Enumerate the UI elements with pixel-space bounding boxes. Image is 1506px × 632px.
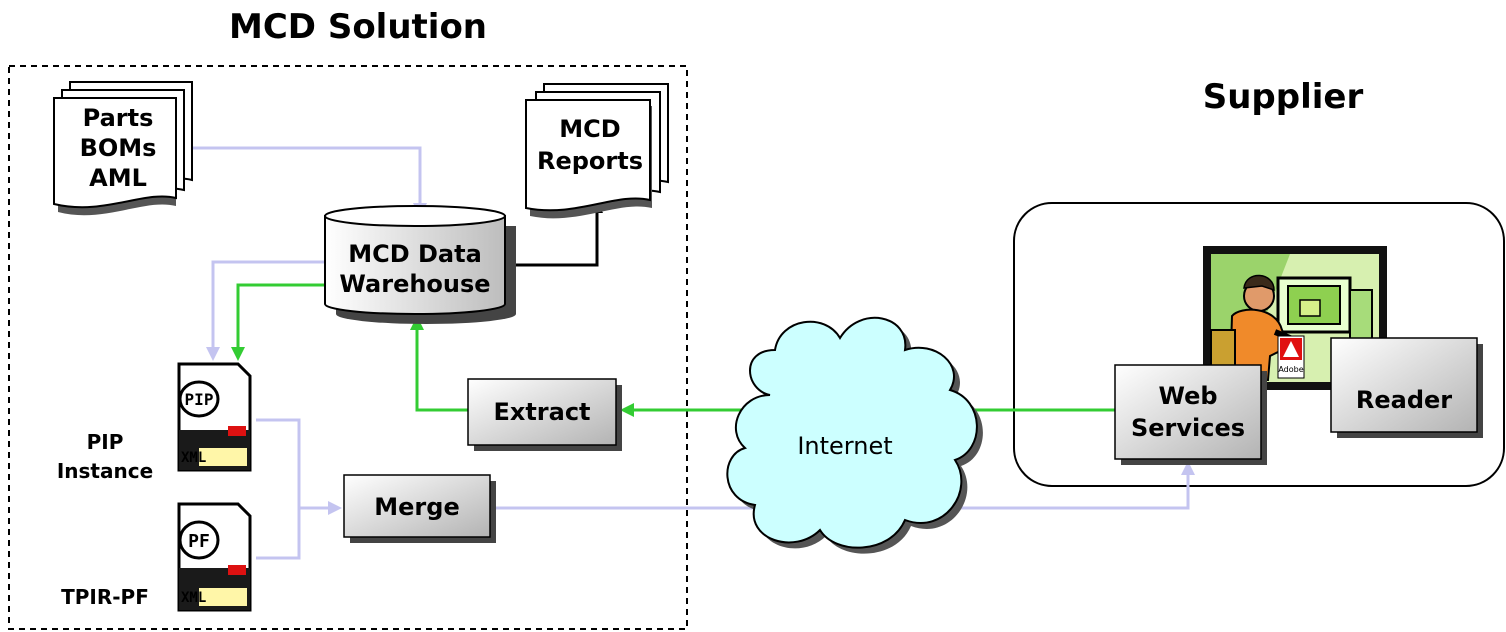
internet-label: Internet — [797, 432, 892, 460]
aml-label: AML — [89, 164, 147, 192]
extract-box[interactable]: Extract — [467, 378, 622, 451]
extract-to-warehouse-connector — [410, 316, 468, 412]
warehouse-to-reports-connector — [515, 201, 603, 267]
pip-label-line2: Instance — [57, 459, 153, 483]
pf-xml-text: XML — [181, 590, 206, 606]
mcd-solution-title: MCD Solution — [229, 7, 487, 47]
reader-label: Reader — [1356, 386, 1452, 414]
boms-label: BOMs — [80, 134, 157, 162]
adobe-logo-icon: Adobe — [1277, 335, 1305, 379]
adobe-badge-text: Adobe — [1278, 365, 1303, 374]
web-services-line2: Services — [1131, 414, 1245, 442]
pip-pf-bracket-connector — [256, 418, 301, 560]
web-services-box[interactable]: Web Services — [1114, 364, 1267, 465]
extract-label: Extract — [493, 398, 590, 426]
mcd-data-warehouse-cylinder: MCD Data Warehouse — [324, 205, 516, 324]
internet-to-webservices-connector — [960, 461, 1195, 510]
parts-label: Parts — [83, 104, 154, 132]
parts-boms-aml-document-stack: Parts BOMs AML — [53, 81, 193, 216]
pip-file-icon: PIP XML — [177, 362, 252, 472]
warehouse-line2: Warehouse — [339, 270, 490, 298]
reports-mcd-label: MCD — [559, 115, 620, 143]
mcd-solution-boundary — [8, 65, 688, 630]
supplier-title: Supplier — [1203, 77, 1364, 117]
tpir-pf-label: TPIR-PF — [61, 585, 149, 609]
pf-icon-text: PF — [188, 531, 210, 552]
reader-box[interactable]: Reader — [1330, 337, 1483, 438]
pip-xml-text: XML — [181, 450, 206, 466]
warehouse-to-pip-lavender-connector — [206, 260, 325, 361]
merge-label: Merge — [374, 493, 459, 521]
reports-label: Reports — [537, 147, 643, 175]
pip-icon-text: PIP — [185, 390, 214, 409]
internet-cloud: Internet — [726, 316, 983, 554]
web-services-line1: Web — [1158, 382, 1217, 410]
warehouse-to-pip-green-connector — [231, 283, 325, 361]
supplier-boundary — [1013, 202, 1505, 487]
merge-box[interactable]: Merge — [343, 474, 496, 543]
mcd-reports-document-stack: MCD Reports — [525, 83, 669, 219]
parts-to-warehouse-connector — [190, 146, 427, 217]
pf-file-icon: PF XML — [177, 502, 252, 612]
warehouse-line1: MCD Data — [348, 240, 482, 268]
pip-label-line1: PIP — [87, 430, 124, 454]
